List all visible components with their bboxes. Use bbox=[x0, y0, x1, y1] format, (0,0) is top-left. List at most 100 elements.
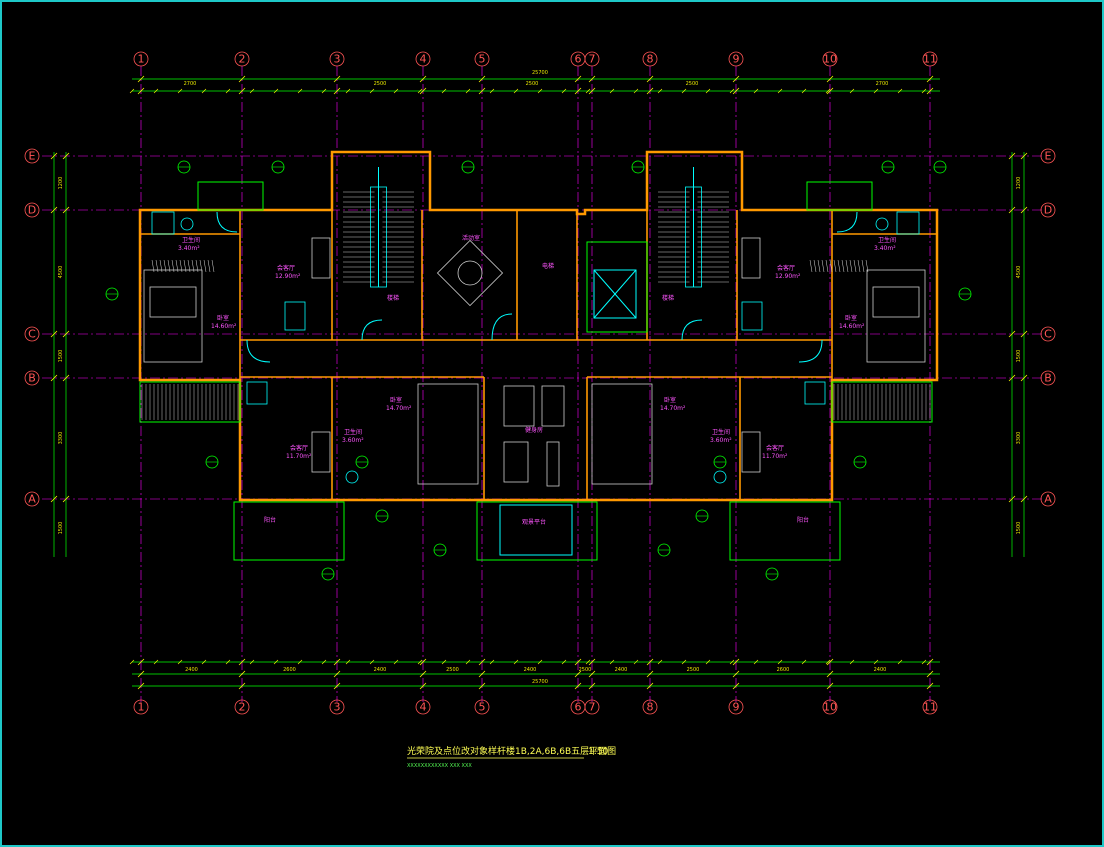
dim-tick bbox=[238, 75, 246, 83]
grid-bubble-col-4-top bbox=[415, 51, 431, 67]
dim-text-bottom: 2400 bbox=[374, 667, 387, 673]
dim-tick bbox=[225, 88, 231, 94]
dim-tick bbox=[926, 87, 934, 95]
dimension-lines bbox=[53, 78, 1025, 687]
dim-tick bbox=[417, 88, 423, 94]
dim-tick bbox=[369, 88, 375, 94]
grid-label-col-8-top: 8 bbox=[647, 53, 654, 66]
cyan-elements bbox=[216, 211, 858, 556]
dim-tick bbox=[333, 87, 341, 95]
grid-label-col-6-bottom: 6 bbox=[575, 701, 582, 714]
dim-tick bbox=[753, 88, 759, 94]
dim-tick bbox=[926, 658, 934, 666]
total-dim-top: 25700 bbox=[532, 70, 548, 76]
dim-tick bbox=[225, 659, 231, 665]
room-name-stair-left: 楼梯 bbox=[387, 294, 399, 302]
dim-tick bbox=[137, 87, 145, 95]
dim-tick bbox=[321, 659, 327, 665]
dim-tick bbox=[646, 75, 654, 83]
grid-bubble-row-A-right bbox=[1040, 491, 1056, 507]
grid-bubble-col-3-bottom bbox=[329, 699, 345, 715]
grid-bubble-row-C-left bbox=[24, 326, 40, 342]
window-hatch bbox=[849, 259, 853, 273]
dim-tick bbox=[1020, 152, 1028, 160]
grid-bubble-col-7-top bbox=[584, 51, 600, 67]
dim-tick bbox=[177, 659, 183, 665]
window-hatch bbox=[837, 259, 841, 273]
grid-bubble-col-9-top bbox=[728, 51, 744, 67]
dim-tick bbox=[801, 88, 807, 94]
dim-tick bbox=[238, 670, 246, 678]
grid-label-col-10-top: 10 bbox=[823, 53, 837, 66]
dim-text-bottom: 2400 bbox=[185, 667, 198, 673]
dim-tick bbox=[588, 682, 596, 690]
grid-label-col-1-top: 1 bbox=[138, 53, 145, 66]
dim-tick bbox=[588, 75, 596, 83]
room-name-balcony-left: 阳台 bbox=[264, 516, 276, 524]
grid-label-col-1-bottom: 1 bbox=[138, 701, 145, 714]
grid-label-col-9-bottom: 9 bbox=[733, 701, 740, 714]
grid-label-row-E-right: E bbox=[1045, 150, 1052, 163]
dim-tick bbox=[50, 330, 58, 338]
dim-tick bbox=[50, 152, 58, 160]
dim-text-side: 1200 bbox=[1016, 177, 1022, 190]
dim-tick bbox=[489, 88, 495, 94]
dim-tick bbox=[732, 87, 740, 95]
dim-tick bbox=[574, 75, 582, 83]
grid-bubble-col-10-top bbox=[822, 51, 838, 67]
room-name-living-right: 会客厅 bbox=[777, 264, 795, 272]
dim-tick bbox=[513, 88, 519, 94]
grid-label-col-8-bottom: 8 bbox=[647, 701, 654, 714]
grid-label-col-11-bottom: 11 bbox=[923, 701, 937, 714]
grid-label-col-2-bottom: 2 bbox=[239, 701, 246, 714]
window-hatch bbox=[817, 259, 821, 273]
dim-tick bbox=[50, 206, 58, 214]
dim-tick bbox=[732, 658, 740, 666]
grid-label-row-B-left: B bbox=[28, 372, 36, 385]
dim-tick bbox=[478, 658, 486, 666]
dim-tick bbox=[1008, 206, 1016, 214]
grid-bubble-col-11-top bbox=[922, 51, 938, 67]
dim-tick bbox=[201, 659, 207, 665]
grid-label-row-A-right: A bbox=[1044, 493, 1052, 506]
grid-label-col-2-top: 2 bbox=[239, 53, 246, 66]
dim-tick bbox=[729, 88, 735, 94]
bath-fixtures bbox=[151, 211, 920, 484]
dim-tick bbox=[657, 88, 663, 94]
dim-text-bottom: 2400 bbox=[524, 667, 537, 673]
dim-tick bbox=[478, 682, 486, 690]
dim-tick bbox=[62, 330, 70, 338]
dim-tick bbox=[574, 87, 582, 95]
dim-tick bbox=[321, 88, 327, 94]
dim-tick bbox=[137, 682, 145, 690]
grid-label-row-A-left: A bbox=[28, 493, 36, 506]
grid-bubble-col-11-bottom bbox=[922, 699, 938, 715]
room-name-living-lower-right: 会客厅 bbox=[766, 444, 784, 452]
grid-bubble-row-B-left bbox=[24, 370, 40, 386]
dim-tick bbox=[345, 88, 351, 94]
room-area-bed-lower-left: 14.70m² bbox=[386, 405, 412, 412]
projections bbox=[139, 181, 933, 561]
dim-tick bbox=[333, 682, 341, 690]
dim-tick bbox=[1008, 152, 1016, 160]
grid-bubble-row-D-left bbox=[24, 202, 40, 218]
dim-tick bbox=[588, 670, 596, 678]
dim-text-top: 2500 bbox=[374, 81, 387, 87]
grid-label-col-5-top: 5 bbox=[479, 53, 486, 66]
dim-tick bbox=[633, 659, 639, 665]
window-hatch bbox=[809, 259, 813, 273]
dim-tick bbox=[537, 88, 543, 94]
dim-tick bbox=[897, 88, 903, 94]
dim-text-top: 2700 bbox=[184, 81, 197, 87]
grid-label-col-6-top: 6 bbox=[575, 53, 582, 66]
dim-tick bbox=[732, 670, 740, 678]
dim-tick bbox=[873, 88, 879, 94]
stair-treads bbox=[141, 167, 931, 420]
window-hatch bbox=[813, 259, 817, 273]
dim-text-side: 1500 bbox=[58, 350, 64, 363]
grid-bubble-col-10-bottom bbox=[822, 699, 838, 715]
grid-label-col-9-top: 9 bbox=[733, 53, 740, 66]
dim-tick bbox=[753, 659, 759, 665]
